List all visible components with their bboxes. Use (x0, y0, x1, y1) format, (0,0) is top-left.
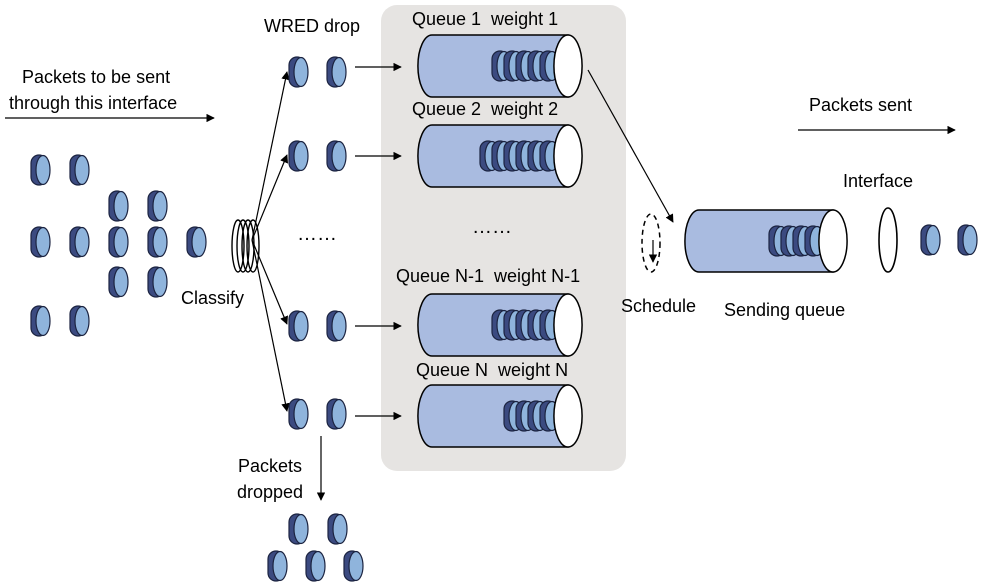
incoming-packet (108, 226, 129, 258)
fan-arrow-3 (251, 239, 288, 325)
sending-queue-label: Sending queue (724, 300, 845, 320)
queue-1-cylinder-mouth (553, 34, 583, 98)
sending-queue-cylinder (684, 209, 848, 273)
incoming-packet (30, 305, 51, 337)
fan-arrow-2 (251, 154, 289, 241)
incoming-label-line1: Packets to be sent (22, 67, 170, 87)
incoming-packet (186, 226, 207, 258)
sending-queue-cylinder-packets (768, 225, 825, 257)
fan-arrow-4 (251, 239, 290, 412)
incoming-packet (69, 226, 90, 258)
flow-arrows (5, 62, 956, 501)
branch-packet (288, 398, 309, 430)
branch-packet (288, 56, 309, 88)
sent-packet (920, 224, 941, 256)
branch-packet (326, 140, 347, 172)
queue-2-cylinder-mouth (553, 124, 583, 188)
queue-2-label: Queue 2 weight 2 (412, 99, 558, 119)
scheduler-ellipse (641, 213, 661, 273)
dropped-packet (327, 513, 348, 545)
dropped-packet (343, 550, 364, 582)
incoming-packet (108, 190, 129, 222)
queue-n1-label: Queue N-1 weight N-1 (396, 266, 580, 286)
interface-label: Interface (843, 171, 913, 191)
dropped-packet (305, 550, 326, 582)
classify-label: Classify (181, 288, 244, 308)
classifier-icon (231, 219, 260, 273)
fan-arrow-1 (251, 71, 290, 241)
queue-n1-cylinder-packets (491, 309, 560, 341)
queue-n-label: Queue N weight N (416, 360, 568, 380)
incoming-packet (30, 226, 51, 258)
incoming-packet (108, 266, 129, 298)
incoming-label-line2: through this interface (9, 93, 177, 113)
incoming-packet (147, 190, 168, 222)
queue-1-cylinder-packets (491, 50, 560, 82)
schedule-arrow (587, 69, 674, 223)
branch-packet (326, 56, 347, 88)
queue-n1-cylinder (417, 293, 583, 357)
incoming-packet (30, 154, 51, 186)
sent-packet (957, 224, 978, 256)
queue-2-cylinder (417, 124, 583, 188)
branch-packet (326, 398, 347, 430)
queue-n-cylinder (417, 384, 583, 448)
sending-queue-cylinder-mouth (818, 209, 848, 273)
packets-layer (30, 56, 978, 582)
incoming-packet (69, 154, 90, 186)
incoming-packet (147, 226, 168, 258)
ellipsis-center: …… (472, 216, 512, 238)
wred-drop-label: WRED drop (264, 16, 360, 36)
incoming-packet (147, 266, 168, 298)
dropped-packet (288, 513, 309, 545)
dropped-label-line1: Packets (238, 456, 302, 476)
branch-packet (288, 140, 309, 172)
interface-icon (878, 207, 898, 273)
dropped-label-line2: dropped (237, 482, 303, 502)
branch-packet (326, 310, 347, 342)
queue-n1-cylinder-mouth (553, 293, 583, 357)
queue-n-cylinder-packets (503, 400, 560, 432)
queue-1-label: Queue 1 weight 1 (412, 9, 558, 29)
queue-1-cylinder (417, 34, 583, 98)
queue-2-cylinder-packets (479, 140, 560, 172)
dropped-packet (267, 550, 288, 582)
ellipsis-left: …… (297, 223, 337, 245)
branch-packet (288, 310, 309, 342)
queue-n-cylinder-mouth (553, 384, 583, 448)
incoming-packet (69, 305, 90, 337)
packets-sent-label: Packets sent (809, 95, 912, 115)
schedule-label: Schedule (621, 296, 696, 316)
queue-cylinders (417, 34, 848, 448)
